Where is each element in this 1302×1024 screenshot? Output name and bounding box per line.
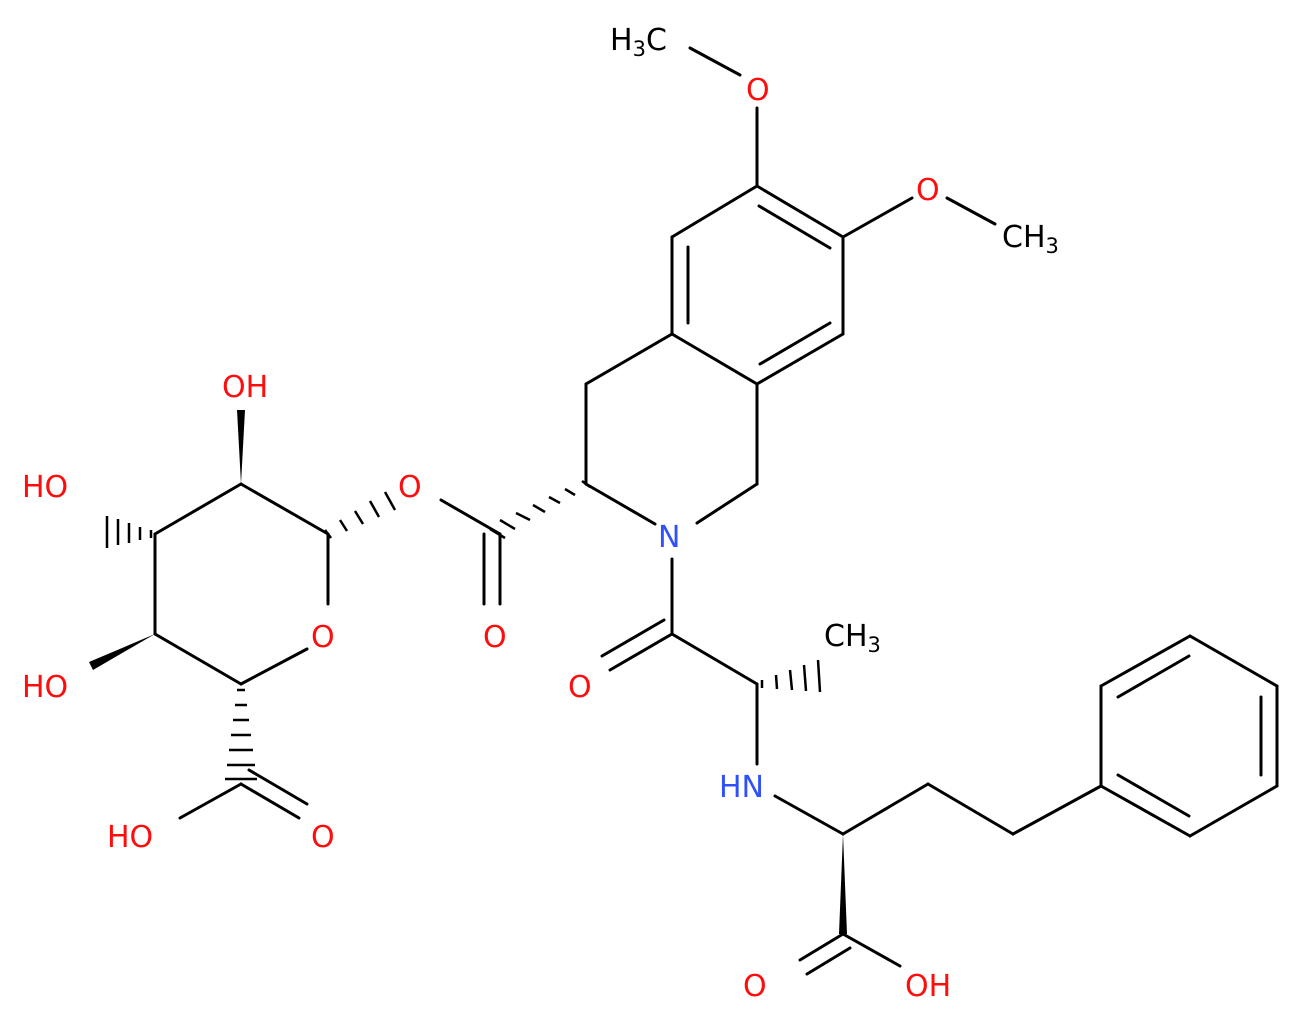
methoxy-top-methyl-label: H3C <box>610 23 667 61</box>
amine-nh-label: HN <box>719 770 764 805</box>
bond <box>798 932 845 962</box>
bond <box>670 632 759 686</box>
ester-oxygen-label: O <box>398 470 422 505</box>
amide-oxygen-label: O <box>568 670 592 705</box>
hashed-wedge <box>105 516 153 548</box>
ester-carbonyl-oxygen-label: O <box>483 620 507 655</box>
bond <box>805 946 852 976</box>
glucuronic-acid-oxygen-label: O <box>311 820 335 855</box>
ring-nitrogen-label: N <box>658 520 680 555</box>
bond <box>1116 654 1191 699</box>
bond <box>1011 784 1103 836</box>
glucuronic-acid-hydroxyl-label: HO <box>107 820 153 855</box>
hashed-wedge <box>324 491 397 539</box>
acid-hydroxyl-label: OH <box>905 969 951 1004</box>
sugar-hydroxyl-3-label: HO <box>22 470 68 505</box>
bond <box>755 184 845 239</box>
hashed-wedge <box>489 480 591 540</box>
bond <box>670 184 759 239</box>
atom-labels: H3C O O CH3 O N O O CH3 HN O OH OH HO O … <box>22 23 1059 1004</box>
bond <box>1099 634 1192 688</box>
bond <box>239 782 301 820</box>
bond <box>670 332 759 386</box>
bond <box>153 632 243 686</box>
bond <box>178 782 243 820</box>
bond <box>773 794 845 836</box>
methoxy-top-oxygen-label: O <box>746 73 770 108</box>
bond <box>608 632 674 672</box>
stereo-wedges <box>89 410 847 934</box>
methoxy-right-oxygen-label: O <box>916 173 940 208</box>
hashed-wedge <box>225 688 257 781</box>
bond <box>695 482 759 525</box>
bond <box>239 647 309 686</box>
bond-lines <box>153 46 1279 976</box>
bond <box>757 204 832 250</box>
solid-wedge <box>89 634 155 670</box>
bond <box>1188 634 1279 688</box>
solid-wedge <box>237 410 245 484</box>
hashed-wedge <box>760 659 822 693</box>
solid-wedge <box>839 834 847 934</box>
bond <box>926 782 1015 836</box>
methyl-label: CH3 <box>824 619 881 657</box>
bond <box>841 196 914 239</box>
bond <box>153 482 243 536</box>
bond <box>600 618 666 658</box>
bond <box>758 321 832 366</box>
bond <box>688 46 742 77</box>
bond <box>841 932 902 968</box>
bond <box>755 332 845 386</box>
sugar-ring-oxygen-label: O <box>311 620 335 655</box>
sugar-hydroxyl-4-label: HO <box>22 670 68 705</box>
methoxy-right-methyl-label: CH3 <box>1002 220 1059 258</box>
bond <box>945 196 997 226</box>
bond <box>439 498 502 536</box>
bond <box>584 482 657 526</box>
bond <box>584 332 674 386</box>
bond <box>1188 784 1279 838</box>
bond <box>1099 784 1192 838</box>
bond <box>247 768 309 806</box>
bond <box>1116 773 1191 818</box>
bond <box>239 482 330 536</box>
acid-carbonyl-oxygen-label: O <box>743 969 767 1004</box>
bond <box>841 782 930 836</box>
sugar-hydroxyl-2-label: OH <box>222 370 268 405</box>
